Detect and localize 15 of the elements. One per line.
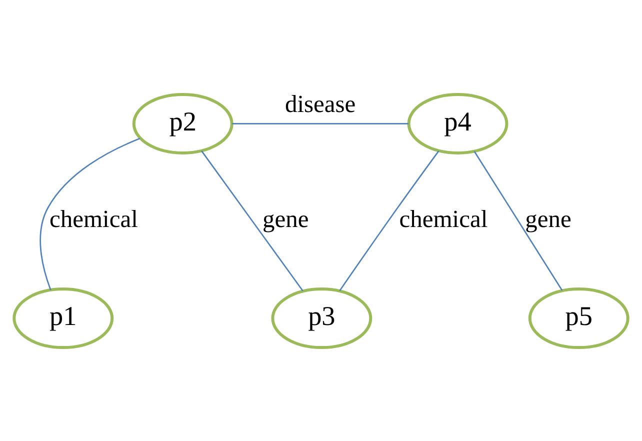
edge-label: chemical [399, 205, 488, 232]
node-ellipse: p3 [271, 287, 372, 349]
edge-label: gene [262, 205, 309, 232]
connector [474, 150, 563, 290]
node-ellipse: p2 [132, 92, 234, 154]
edge-label: disease [284, 90, 356, 118]
connector [339, 150, 440, 291]
edge-label: chemical [50, 205, 138, 232]
node-ellipse: p5 [528, 287, 630, 349]
connector [40, 137, 140, 290]
connector [201, 150, 304, 291]
node-ellipse: p1 [12, 287, 114, 349]
edge-label: gene [525, 205, 572, 232]
connector [232, 122, 409, 124]
node-ellipse: p4 [407, 92, 508, 154]
